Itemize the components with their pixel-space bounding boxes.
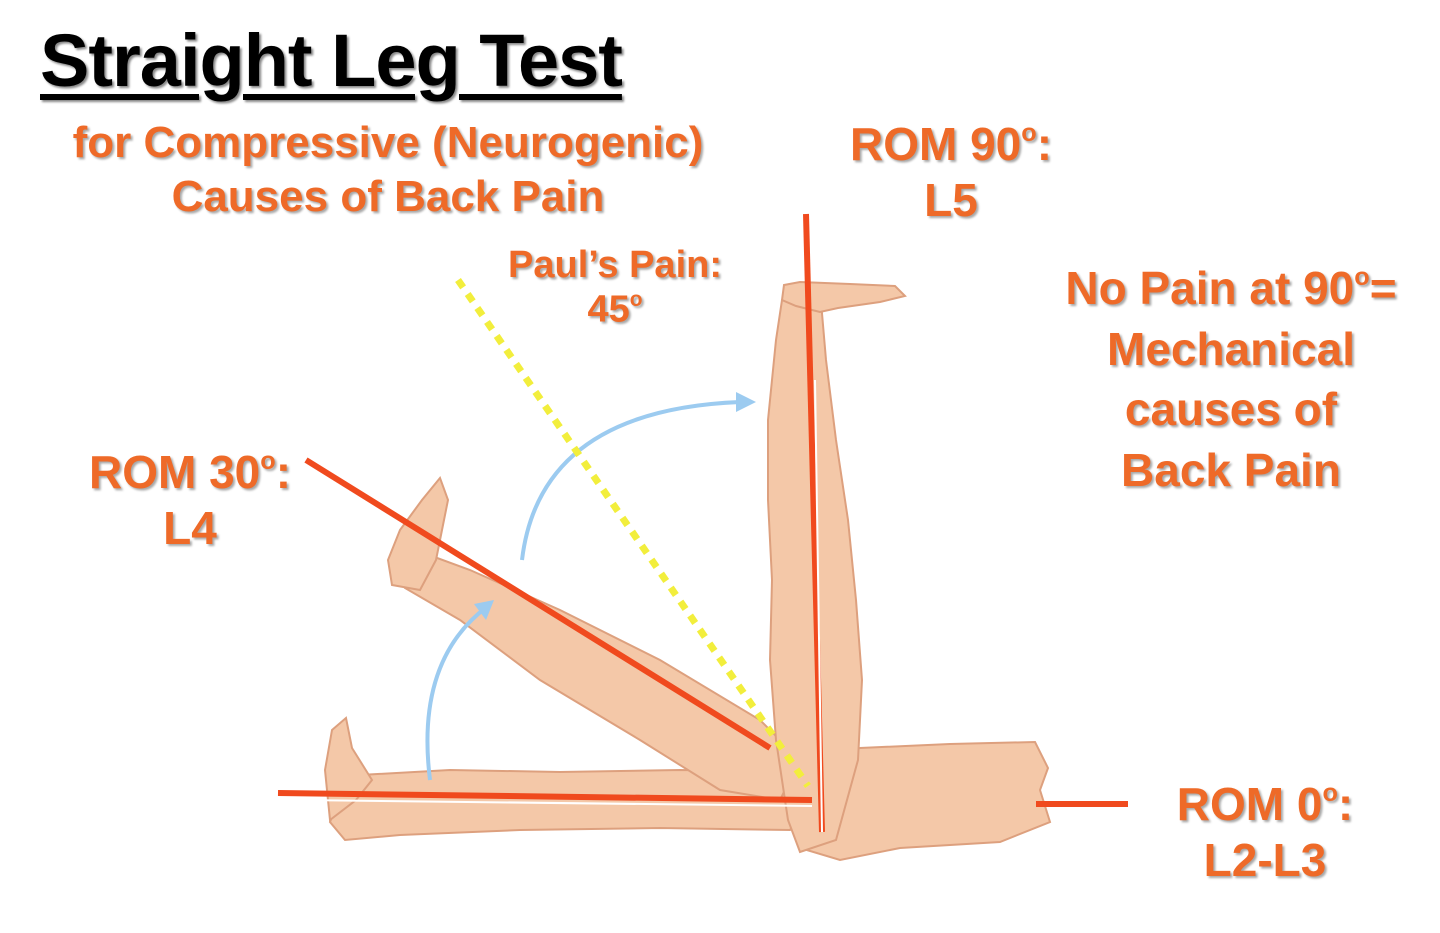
motion-arrow-upper: [520, 400, 741, 561]
rom-30-label-line-2: L4: [163, 502, 217, 555]
foot-at-90: [780, 280, 907, 314]
degree-sign: o: [1322, 779, 1338, 808]
subtitle: for Compressive (Neurogenic) Causes of B…: [18, 116, 758, 223]
rom-0-label-line-2: L2-L3: [1203, 834, 1327, 887]
paul-pain-label-line-2: 45o: [470, 288, 760, 332]
motion-arrow-lower: [425, 604, 490, 781]
rom-30-text: ROM 30: [88, 446, 261, 498]
colon: :: [1036, 118, 1053, 170]
rom-90-label: ROM 90o: L5: [836, 116, 1066, 228]
degree-sign: o: [1354, 263, 1370, 292]
no-pain-note-line-4: Back Pain: [1121, 444, 1341, 497]
diagram-title: Straight Leg Test: [40, 19, 623, 102]
degree-sign: o: [1021, 119, 1037, 148]
motion-arrow-upper-head: [736, 392, 756, 412]
paul-pain-label-line-1: Paul’s Pain:: [508, 244, 722, 286]
rom-0-line: [277, 790, 813, 803]
rom-90-label-line-1: ROM 90o:: [836, 116, 1066, 172]
no-pain-note-line-3: causes of: [1124, 383, 1338, 436]
rom-0-line-highlight: [299, 799, 813, 807]
rom-30-line: [304, 457, 772, 751]
paul-pain-label: Paul’s Pain: 45o: [470, 244, 760, 332]
paul-pain-line-45: [455, 278, 811, 788]
rom-90-line-highlight: [814, 379, 823, 833]
rom-30-label-line-1: ROM 30o:: [70, 444, 310, 500]
degree-sign: o: [260, 447, 276, 476]
rom-0-text: ROM 0: [1176, 778, 1323, 830]
subtitle-line-2: Causes of Back Pain: [171, 171, 605, 221]
no-pain-text: No Pain at 90: [1065, 262, 1355, 314]
rom-90-text: ROM 90: [849, 118, 1022, 170]
motion-arrow-lower-head: [474, 600, 494, 620]
rom-30-label: ROM 30o: L4: [70, 444, 310, 556]
rom-90-line: [803, 213, 825, 833]
no-pain-note: No Pain at 90o= Mechanical causes of Bac…: [1036, 258, 1426, 501]
equals-sign: =: [1369, 262, 1397, 314]
colon: :: [275, 446, 292, 498]
colon: :: [1337, 778, 1354, 830]
paul-pain-angle: 45: [587, 288, 630, 331]
rom-0-label: ROM 0o: L2-L3: [1160, 776, 1370, 888]
degree-sign: o: [629, 287, 643, 311]
no-pain-note-line-2: Mechanical: [1107, 322, 1355, 375]
rom-0-label-line-1: ROM 0o:: [1160, 776, 1370, 832]
rom-90-label-line-2: L5: [924, 174, 978, 227]
subtitle-line-1: for Compressive (Neurogenic): [72, 118, 704, 167]
foot-at-30: [386, 476, 450, 592]
no-pain-note-line-1: No Pain at 90o=: [1036, 258, 1426, 319]
leg-at-30: [403, 546, 802, 802]
